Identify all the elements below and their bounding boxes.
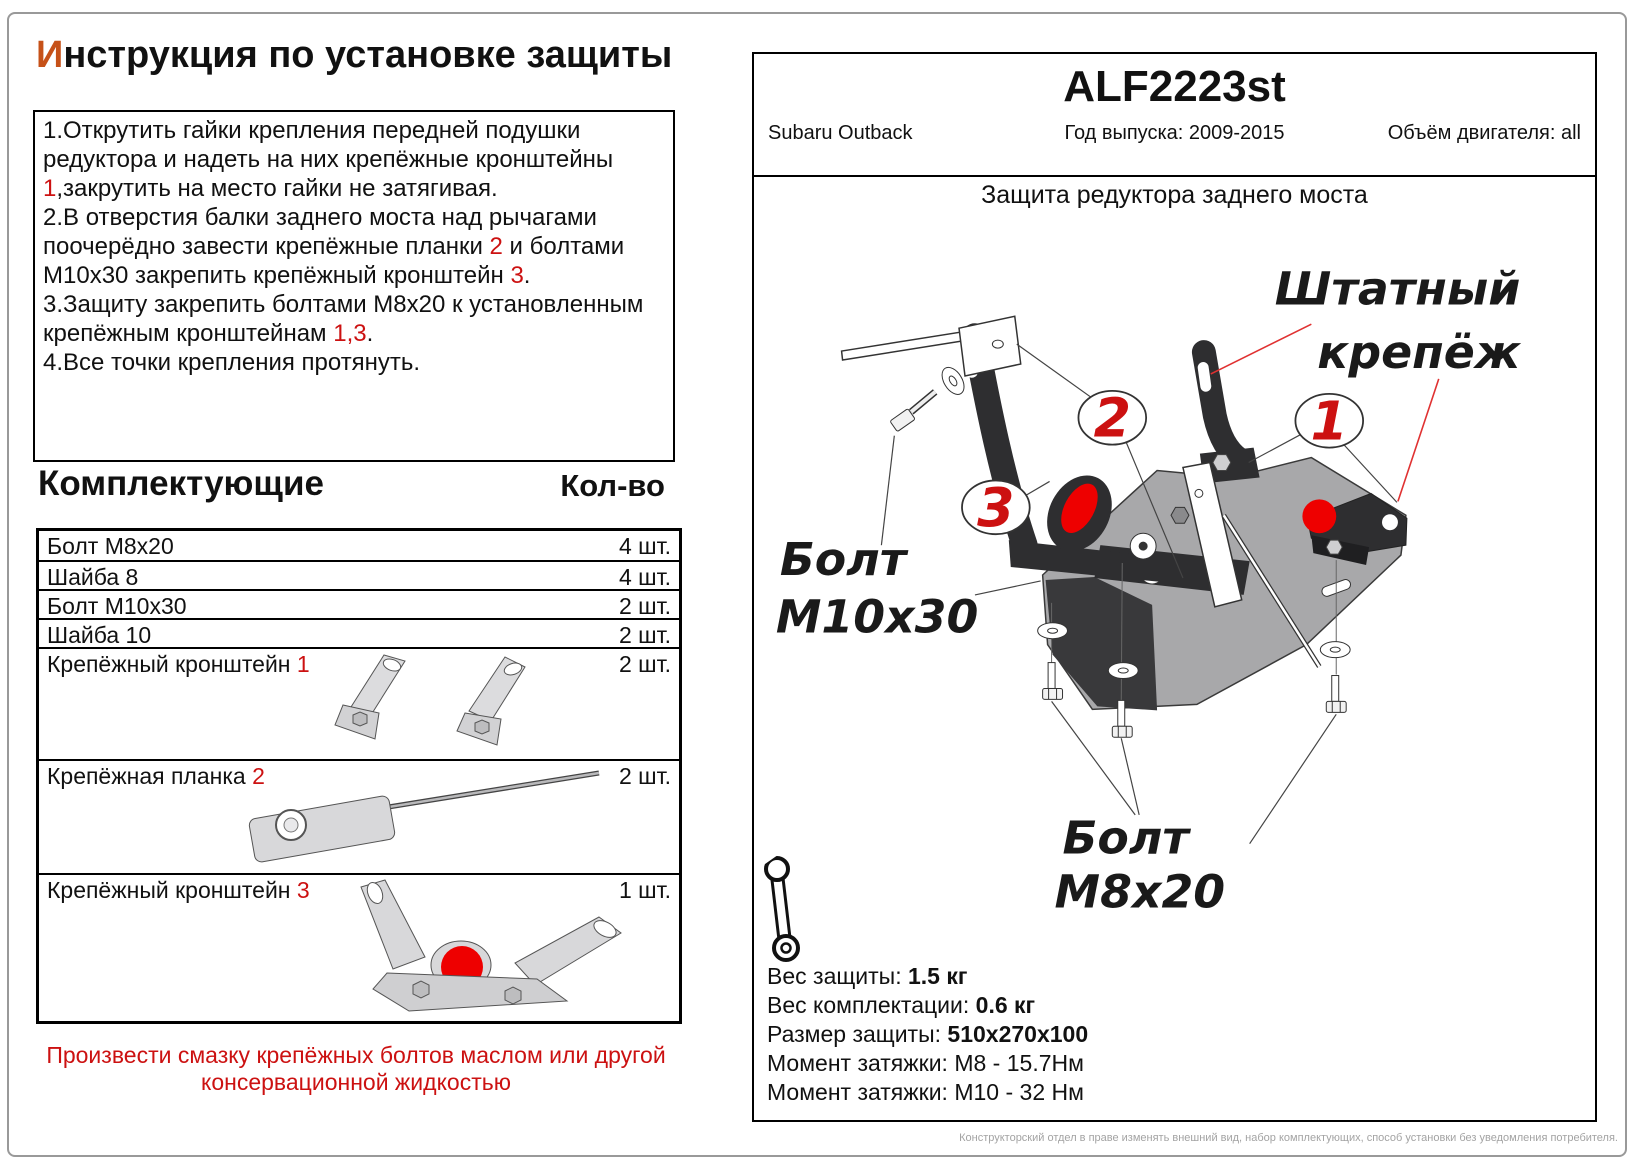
spec-row: Размер защиты: 510х270х100 [767, 1021, 1089, 1047]
step-4: 4.Все точки крепления протянуть. [43, 349, 421, 376]
bolt-m10-label-1: Болт [780, 533, 909, 586]
wrench-icon [762, 854, 800, 962]
spec-value: 0.6 кг [975, 992, 1036, 1018]
page-title: Инструкция по установке защиты [36, 34, 672, 77]
row-qty: 4 шт. [618, 564, 671, 590]
step-1-ref: 1 [43, 175, 57, 202]
bolt-m8-middle [1107, 662, 1139, 738]
engine-volume: Объём двигателя: all [1387, 122, 1581, 144]
mount-block [958, 315, 1022, 377]
bolt-m8-label-1: Болт [1063, 812, 1192, 865]
bolt-m10-label-2: М10х30 [776, 591, 978, 644]
step-2: 2.В отверстия балки заднего моста над ры… [43, 204, 625, 289]
bracket-pair-image [334, 654, 526, 746]
nut [1325, 539, 1343, 555]
spec-list: Вес защиты: 1.5 кг Вес комплектации: 0.6… [767, 962, 1088, 1107]
callout-2: 2 [1077, 387, 1148, 450]
bolt-m8-right [1319, 641, 1351, 713]
row-qty: 2 шт. [618, 593, 671, 619]
panel-divider [754, 175, 1595, 177]
product-panel: ALF2223st Subaru Outback Год выпуска: 20… [752, 52, 1597, 1122]
red-highlight-1 [1302, 499, 1337, 534]
mount-plate-image [248, 770, 600, 863]
step-1: 1.Открутить гайки крепления передней под… [43, 117, 614, 202]
spec-value: М8 - 15.7Нм [954, 1050, 1084, 1076]
lubrication-note: Произвести смазку крепёжных болтов масло… [46, 1042, 666, 1095]
spec-value: 1.5 кг [907, 963, 968, 989]
bolt-m8-left [1037, 622, 1069, 700]
product-code: ALF2223st [1063, 62, 1286, 111]
installation-steps-box: 1.Открутить гайки крепления передней под… [33, 110, 675, 462]
oem-fastener-label-1: Штатный [1275, 262, 1521, 315]
page-border [7, 12, 1627, 1157]
row-qty: 1 шт. [618, 877, 671, 903]
bolt-m8-label-2: М8х20 [1055, 865, 1226, 918]
svg-text:2: 2 [1094, 387, 1131, 450]
white-plank [1182, 461, 1243, 608]
exploded-diagram: 2 1 3 Штатный крепёж Болт М10х30 Болт М8… [776, 262, 1522, 918]
part-number-ref: 2 [252, 763, 265, 789]
nut [1212, 454, 1232, 471]
svg-text:1: 1 [1311, 390, 1348, 453]
row-qty: 2 шт. [618, 763, 671, 789]
svg-text:3: 3 [977, 476, 1014, 539]
callout-1: 1 [1294, 390, 1364, 453]
spec-row: Вес комплектации: 0.6 кг [767, 992, 1036, 1018]
row-qty: 2 шт. [618, 622, 671, 648]
car-model: Subaru Outback [768, 122, 913, 144]
step-3-ref: 1,3 [333, 320, 367, 347]
spec-value: М10 - 32 Нм [954, 1079, 1084, 1105]
table-row-plate-2: Крепёжная планка 2 2 шт. [39, 759, 679, 873]
step-3: 3.Защиту закрепить болтами М8х20 к устан… [43, 291, 644, 347]
oem-fastener-label-2: крепёж [1317, 326, 1522, 379]
page-title-accent-letter: И [36, 34, 64, 76]
callout-3: 3 [961, 476, 1031, 539]
spec-row: Вес защиты: 1.5 кг [767, 963, 968, 989]
production-years: Год выпуска: 2009-2015 [1064, 122, 1285, 144]
diagram-title: Защита редуктора заднего моста [981, 181, 1368, 209]
spec-value: 510х270х100 [947, 1021, 1089, 1047]
bolt-m10-assembly [890, 366, 965, 432]
spec-row: Момент затяжки: М8 - 15.7Нм [767, 1050, 1084, 1076]
parts-heading: Комплектующие [38, 464, 324, 503]
spec-row: Момент затяжки: М10 - 32 Нм [767, 1079, 1084, 1105]
row-qty: 2 шт. [618, 651, 671, 677]
hex-hole [1170, 506, 1190, 524]
part-number-ref: 1 [296, 651, 310, 677]
step-2-ref: 2 [489, 233, 503, 260]
page-title-rest: нструкция по установке защиты [63, 34, 673, 76]
step-2-ref2: 3 [510, 262, 524, 289]
red-leader-lines [1210, 323, 1440, 502]
v-bracket-image [360, 879, 622, 1012]
red-highlight-3 [1061, 483, 1098, 534]
row-qty: 4 шт. [618, 533, 671, 559]
part-number-ref: 3 [296, 877, 310, 903]
table-row-bracket-3: Крепёжный кронштейн 3 1 шт. [39, 873, 679, 1021]
manufacturer-disclaimer: Конструкторский отдел в праве изменять в… [959, 1132, 1618, 1144]
table-row-bracket-1: Крепёжный кронштейн 1 2 шт. [39, 647, 679, 759]
quantity-heading: Кол-во [560, 468, 665, 503]
